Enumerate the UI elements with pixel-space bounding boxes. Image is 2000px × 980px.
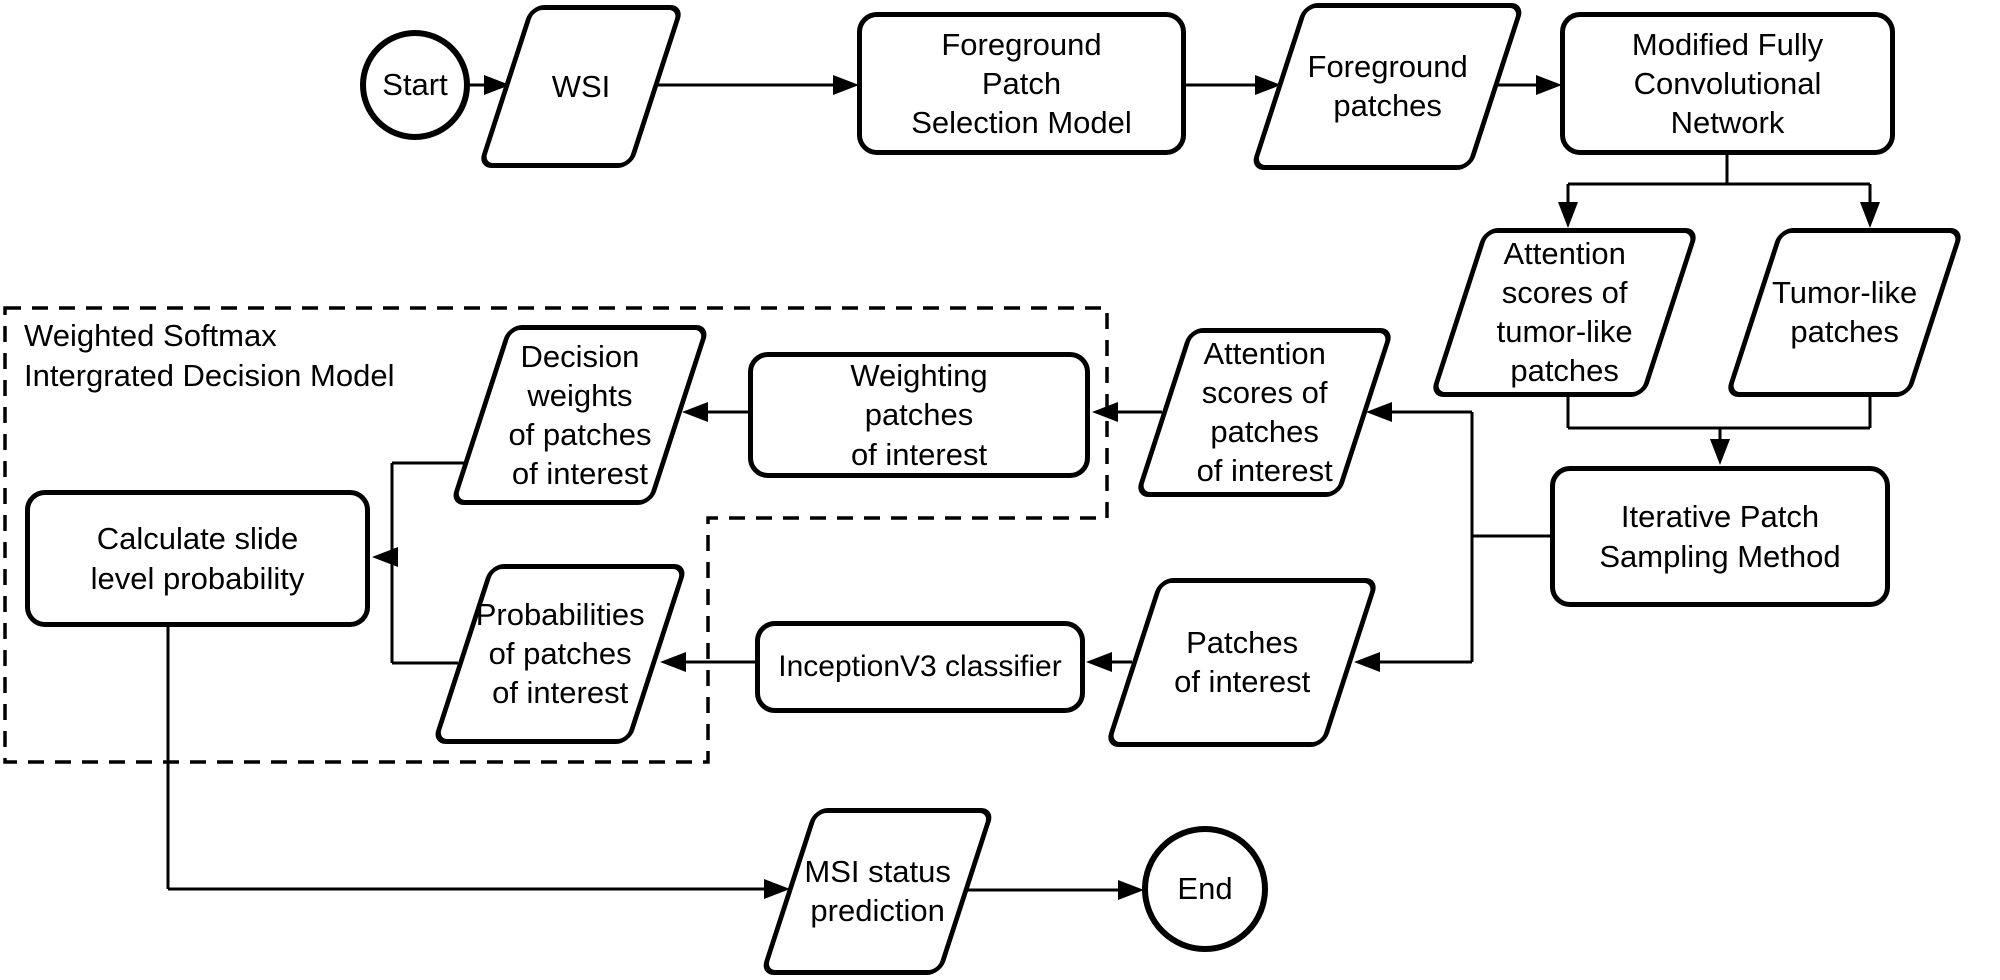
node-inceptionv3-classifier: InceptionV3 classifier [755, 621, 1085, 713]
node-tumor-like-patches-label: Tumor-like patches [1771, 275, 1918, 350]
node-modified-fully-convolutional-network: Modified Fully Convolutional Network [1560, 12, 1895, 155]
node-wsi-label: WSI [551, 68, 611, 104]
dashed-group-border [3, 306, 1109, 764]
edge-arrowheads [372, 75, 1880, 900]
node-attention-scores-poi: Attention scores of patches of interest [1134, 328, 1395, 497]
node-decision-weights: Decision weights of patches of interest [449, 325, 711, 505]
node-iterative-patch-sampling-method: Iterative Patch Sampling Method [1550, 466, 1890, 607]
node-weighting-patches-of-interest-label: Weighting patches of interest [850, 358, 988, 472]
node-attention-scores-tumor-like-label: Attention scores of tumor-like patches [1496, 236, 1633, 389]
node-patches-of-interest-label: Patches of interest [1173, 625, 1311, 700]
node-calculate-slide-level-probability-label: Calculate slide level probability [90, 521, 305, 596]
node-end: End [1142, 826, 1268, 952]
edge-lines [166, 83, 1872, 892]
node-weighting-patches-of-interest: Weighting patches of interest [748, 352, 1090, 478]
node-attention-scores-poi-label: Attention scores of patches of interest [1196, 336, 1333, 489]
node-probabilities-of-patches-label: Probabilities of patches of interest [475, 597, 645, 711]
node-foreground-patches-label: Foreground patches [1307, 49, 1468, 124]
node-calculate-slide-level-probability: Calculate slide level probability [25, 490, 370, 627]
node-inceptionv3-classifier-label: InceptionV3 classifier [778, 650, 1062, 684]
node-start-label: Start [382, 67, 448, 103]
node-decision-weights-label: Decision weights of patches of interest [508, 338, 652, 492]
node-msi-status-prediction-label: MSI status prediction [804, 854, 951, 929]
node-foreground-patch-selection-model: Foreground Patch Selection Model [857, 12, 1186, 155]
node-foreground-patch-selection-model-label: Foreground Patch Selection Model [911, 26, 1132, 141]
node-start: Start [360, 30, 470, 140]
node-iterative-patch-sampling-method-label: Iterative Patch Sampling Method [1599, 499, 1841, 574]
dashed-group-label: Weighted Softmax Intergrated Decision Mo… [24, 318, 395, 394]
node-modified-fully-convolutional-network-label: Modified Fully Convolutional Network [1631, 26, 1824, 141]
node-attention-scores-tumor-like: Attention scores of tumor-like patches [1429, 228, 1700, 397]
node-end-label: End [1177, 871, 1233, 907]
